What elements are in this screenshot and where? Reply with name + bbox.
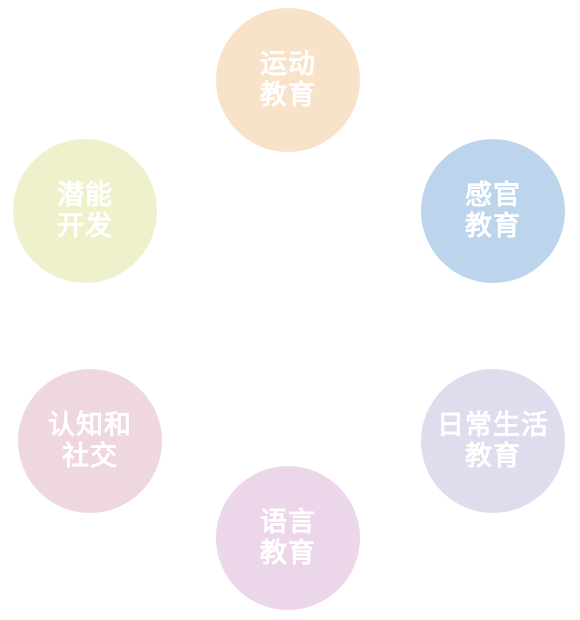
sport-education-label-line2: 教育 [260,80,316,111]
sport-education-label-line1: 运动 [260,49,316,80]
daily-life-education-circle[interactable]: 日常生活 教育 [421,369,565,513]
cognition-social-label-line1: 认知和 [48,410,132,441]
daily-life-education-label-line2: 教育 [465,441,521,472]
cognition-social-label-line2: 社交 [62,441,118,472]
language-education-circle[interactable]: 语言 教育 [216,466,360,610]
sensory-education-label-line2: 教育 [465,211,521,242]
sensory-education-label-line1: 感官 [465,180,521,211]
potential-development-circle[interactable]: 潜能 开发 [13,139,157,283]
potential-development-label-line1: 潜能 [57,180,113,211]
sport-education-circle[interactable]: 运动 教育 [216,8,360,152]
sensory-education-circle[interactable]: 感官 教育 [421,139,565,283]
daily-life-education-label-line1: 日常生活 [437,410,549,441]
language-education-label-line1: 语言 [260,507,316,538]
cognition-social-circle[interactable]: 认知和 社交 [18,369,162,513]
potential-development-label-line2: 开发 [57,211,113,242]
language-education-label-line2: 教育 [260,538,316,569]
